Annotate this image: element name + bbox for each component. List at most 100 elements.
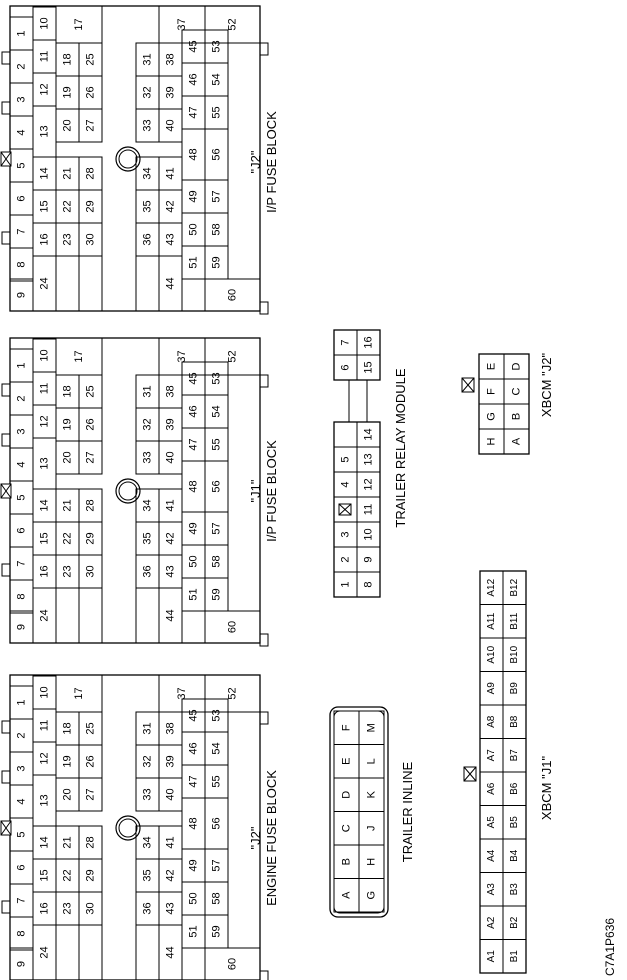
cavity-label-43: 43 (165, 233, 177, 245)
cavity-label-26: 26 (85, 418, 97, 430)
cavity-label-58: 58 (211, 555, 223, 567)
cavity-label-55: 55 (211, 775, 223, 787)
cavity-label-21: 21 (62, 836, 74, 848)
cavity-label-46: 46 (188, 405, 200, 417)
cavity-label-10: 10 (39, 686, 51, 698)
key-marker-x-icon (338, 503, 352, 516)
cavity-label-28: 28 (85, 836, 97, 848)
pin-3: 3 (340, 531, 352, 537)
cavity-cell (204, 698, 229, 733)
cavity-label-19: 19 (62, 755, 74, 767)
mounting-hole-inner (118, 818, 138, 838)
cavity-cell (204, 29, 229, 64)
cavity-cell (135, 255, 160, 312)
mounting-hole-inner (118, 149, 138, 169)
key-marker-x-icon (463, 766, 477, 782)
pin-A10: A10 (486, 645, 497, 663)
cavity-label-23: 23 (62, 902, 74, 914)
cavity-label-55: 55 (211, 438, 223, 450)
cavity-cell (78, 156, 103, 191)
key-marker-x-icon (0, 151, 12, 167)
cavity-label-40: 40 (165, 119, 177, 131)
cavity-label-31: 31 (142, 53, 154, 65)
cavity-label-13: 13 (39, 125, 51, 137)
pin-C: C (341, 824, 353, 832)
cavity-label-57: 57 (211, 522, 223, 534)
cavity-label-13: 13 (39, 794, 51, 806)
pin-C: C (511, 387, 523, 395)
ip-fuse-block-j1: "J1" I/P FUSE BLOCK 98765432124161514131… (0, 337, 279, 647)
cavity-label-59: 59 (211, 588, 223, 600)
cavity-label-34: 34 (142, 499, 154, 511)
pin-A3: A3 (486, 883, 497, 896)
cavity-label-40: 40 (165, 451, 177, 463)
cavity-label-2: 2 (16, 63, 28, 69)
cavity-label-16: 16 (39, 565, 51, 577)
latch-tab (1, 720, 11, 734)
pin-G: G (366, 891, 378, 900)
latch-tab (1, 51, 11, 65)
latch-tab (1, 900, 11, 914)
cavity-cell (55, 674, 103, 713)
cavity-label-39: 39 (165, 755, 177, 767)
pin-15: 15 (363, 361, 375, 373)
pin-B9: B9 (509, 682, 520, 695)
pin-4: 4 (340, 481, 352, 487)
cavity-cell (55, 587, 80, 644)
pin-B7: B7 (509, 749, 520, 762)
cavity-label-3: 3 (16, 765, 28, 771)
cavity-label-5: 5 (16, 494, 28, 500)
cavity-label-25: 25 (85, 53, 97, 65)
cavity-label-29: 29 (85, 869, 97, 881)
cavity-label-1: 1 (16, 362, 28, 368)
pin-F: F (341, 724, 353, 731)
latch-tab (1, 383, 11, 397)
cavity-label-41: 41 (165, 836, 177, 848)
cavity-label-47: 47 (188, 106, 200, 118)
cavity-label-57: 57 (211, 859, 223, 871)
cavity-label-29: 29 (85, 200, 97, 212)
pin-G: G (486, 412, 498, 421)
cavity-label-59: 59 (211, 925, 223, 937)
cavity-label-34: 34 (142, 167, 154, 179)
cavity-label-45: 45 (188, 709, 200, 721)
pin-L: L (366, 758, 378, 764)
pin-A8: A8 (486, 715, 497, 728)
cavity-label-2: 2 (16, 395, 28, 401)
pin-M: M (366, 723, 378, 732)
cavity-label-43: 43 (165, 565, 177, 577)
cavity-label-46: 46 (188, 73, 200, 85)
pin-B2: B2 (509, 916, 520, 929)
ip-fuse-block-j1-title: I/P FUSE BLOCK (264, 440, 279, 542)
cavity-cell (78, 488, 103, 523)
latch-tab (259, 42, 269, 56)
cavity-label-8: 8 (16, 261, 28, 267)
pin-B: B (341, 858, 353, 865)
cavity-label-20: 20 (62, 119, 74, 131)
latch-tab (259, 301, 269, 315)
cavity-label-4: 4 (16, 461, 28, 467)
cavity-label-10: 10 (39, 349, 51, 361)
latch-tab (1, 563, 11, 577)
cavity-label-32: 32 (142, 418, 154, 430)
cavity-label-47: 47 (188, 775, 200, 787)
cavity-cell (55, 924, 80, 980)
pin-B12: B12 (509, 578, 520, 596)
cavity-label-57: 57 (211, 190, 223, 202)
cavity-label-53: 53 (211, 40, 223, 52)
pin-B4: B4 (509, 849, 520, 862)
cavity-label-14: 14 (39, 167, 51, 179)
cavity-label-48: 48 (188, 148, 200, 160)
cavity-cell (78, 924, 103, 980)
cavity-label-53: 53 (211, 709, 223, 721)
ip-fuse-block-j2: "J2" I/P FUSE BLOCK 98765432124161514131… (0, 5, 279, 315)
cavity-label-35: 35 (142, 869, 154, 881)
cavity-label-17: 17 (73, 18, 85, 30)
cavity-label-37: 37 (176, 350, 188, 362)
key-marker-x-icon (0, 483, 12, 499)
cavity-label-39: 39 (165, 418, 177, 430)
cavity-label-42: 42 (165, 532, 177, 544)
cavity-label-41: 41 (165, 499, 177, 511)
